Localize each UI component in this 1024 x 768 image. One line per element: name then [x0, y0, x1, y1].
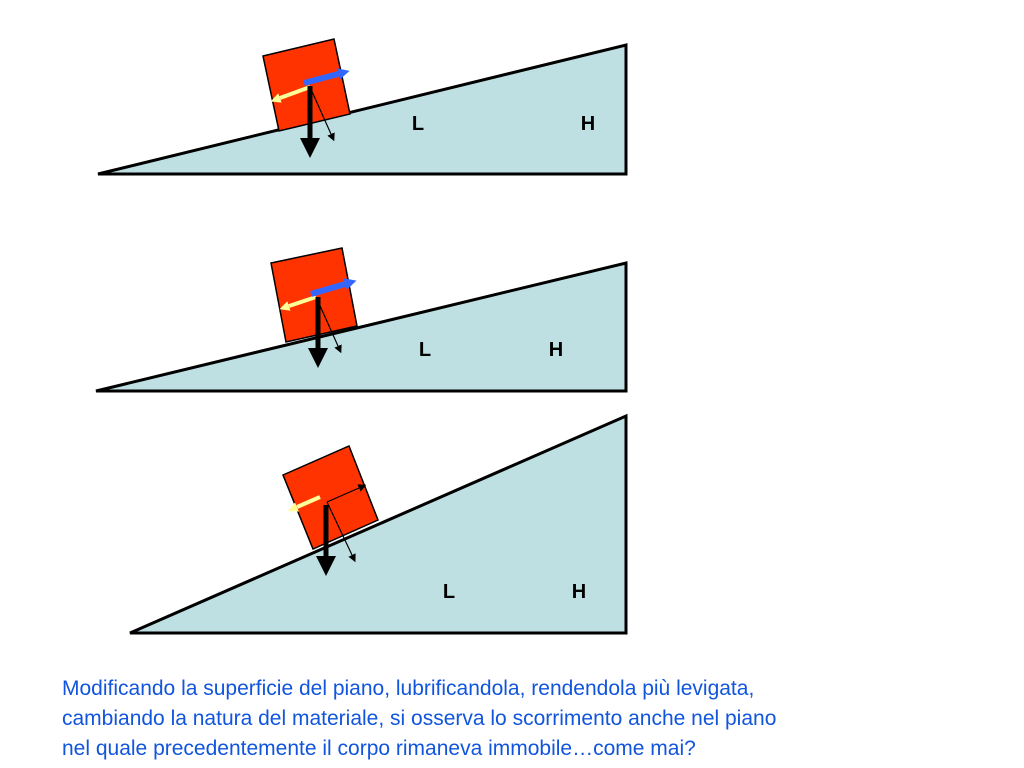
plane-3-parallel-component-arrow [326, 484, 367, 503]
plane-1-height-label: H [581, 113, 595, 135]
plane-1-length-label: L [412, 113, 424, 135]
plane-3-length-label: L [443, 581, 455, 603]
plane-3-friction-arrow [287, 495, 321, 512]
caption-line-3: nel quale precedentemente il corpo riman… [62, 737, 696, 760]
inclined-plane-2: L H [95, 247, 628, 393]
plane-3-block [282, 444, 379, 551]
plane-1-normal-component-arrow [309, 86, 335, 142]
plane-2-length-label: L [419, 339, 431, 361]
plane-3-height-label: H [572, 581, 586, 603]
inclined-plane-1: L H [97, 38, 628, 176]
plane-2-triangle [95, 261, 628, 393]
inclined-plane-3: L H [129, 413, 628, 635]
caption-text: Modificando la superficie del piano, lub… [62, 674, 1002, 764]
plane-2-applied-force-arrow [310, 278, 357, 297]
plane-2-height-label: H [549, 339, 563, 361]
plane-1-triangle [97, 43, 628, 176]
plane-1-applied-force-arrow [303, 68, 350, 86]
caption-line-2: cambiando la natura del materiale, si os… [62, 707, 777, 730]
plane-3-triangle [129, 413, 628, 635]
plane-2-friction-arrow [279, 295, 317, 311]
caption-line-1: Modificando la superficie del piano, lub… [62, 677, 755, 700]
plane-3-normal-component-arrow [326, 501, 356, 563]
plane-1-friction-arrow [270, 85, 311, 103]
